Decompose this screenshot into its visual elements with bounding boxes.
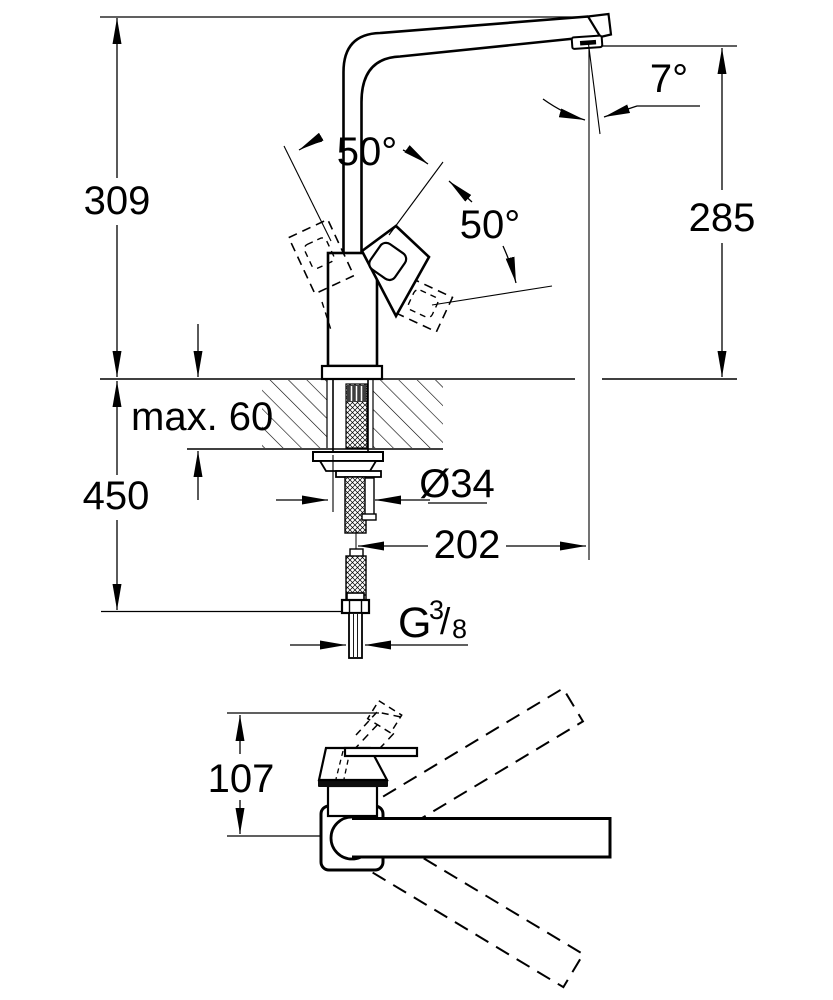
dim-107: 107 [208,712,379,837]
swivel-range-dashed [341,687,585,989]
mounting-stud [364,477,375,517]
supply-hose-upper [344,476,367,534]
dim-202-label: 202 [434,523,501,567]
dim-285-label: 285 [689,196,756,240]
thread-denominator-label: 8 [452,614,467,644]
side-view: 309 450 max. 60 285 7° [83,12,756,659]
lever-position-left-dashed [287,218,355,331]
lever-bar-plan [343,746,419,758]
spout-outlet [570,34,604,50]
dim-202: 202 [358,523,586,567]
dim-7deg-label: 7° [650,57,688,101]
base-plate [320,364,384,381]
dim-7deg: 7° [542,43,700,560]
top-view: 107 [208,687,612,989]
dim-107-label: 107 [208,757,275,801]
mounting-shank [312,380,384,659]
dim-d34: Ø34 [276,455,495,512]
dim-50deg-left-label: 50° [337,130,398,174]
dim-max60: max. 60 [131,324,273,500]
lever-handle [360,224,431,319]
dim-d34-label: Ø34 [419,462,495,506]
spout-end-cap [586,12,613,39]
dim-309-label: 309 [84,179,151,223]
worktop-section [100,378,737,450]
faucet-body [320,12,613,381]
dim-50deg-right: 50° [388,161,553,306]
body-column [326,251,379,368]
lever-plan [317,746,419,782]
dim-g38: G 3 / 8 [290,595,468,650]
cartridge-housing-plan [326,784,379,818]
spout-plan [352,817,612,859]
dim-450: 450 [83,381,342,613]
dim-50deg-left: 50° [283,130,429,242]
dim-max60-label: max. 60 [131,395,273,439]
thread-numerator-label: 3 [429,595,444,625]
hose-nut [340,598,371,615]
thread-slash-label: / [440,601,451,642]
thread-prefix-label: G [398,599,431,647]
dim-285: 285 [601,45,756,377]
hose-tail-pipe [348,612,363,659]
lever-position-right-dashed [393,276,454,333]
dim-50deg-right-label: 50° [460,203,521,247]
dim-309: 309 [84,16,589,377]
dim-450-label: 450 [83,474,150,518]
